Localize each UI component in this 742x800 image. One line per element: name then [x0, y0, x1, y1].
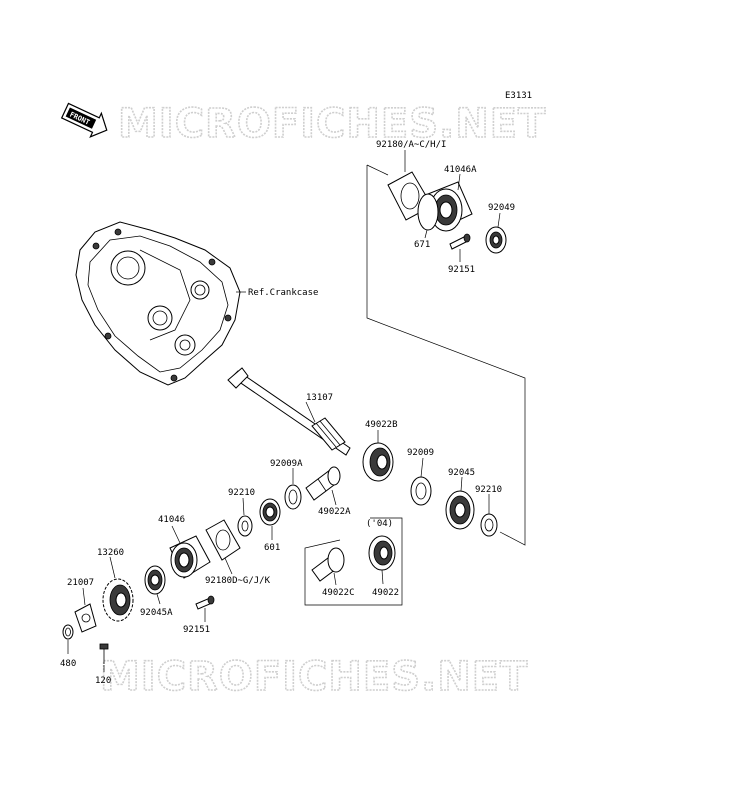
- group-bracket-line: [366, 165, 526, 546]
- leader-671: [424, 229, 428, 239]
- bolt-92151-top: [449, 233, 471, 250]
- leader-49022a: [331, 489, 337, 506]
- label-49022b: 49022B: [365, 420, 398, 430]
- label-21007: 21007: [67, 578, 94, 588]
- leader-13107: [305, 401, 316, 423]
- leader-13260: [109, 556, 116, 579]
- leader-92210-left: [242, 497, 245, 516]
- label-41046a: 41046A: [444, 165, 477, 175]
- watermark-top: MICROFICHES.NET: [118, 101, 546, 147]
- label-480: 480: [60, 659, 76, 669]
- variant-box-line: [304, 517, 403, 606]
- output-shaft: [227, 367, 351, 456]
- group-bracket-top: [366, 164, 389, 176]
- oring-480: [62, 624, 74, 640]
- shaft-49022c: [311, 547, 345, 582]
- bearing-92045a: [144, 565, 166, 595]
- seal-92210-right: [480, 513, 498, 537]
- label-92045a: 92045A: [140, 608, 173, 618]
- label-92180d: 92180D~G/J/K: [205, 576, 271, 586]
- oring-671: [417, 193, 439, 231]
- gear-49022: [368, 535, 396, 571]
- leader-92045a: [156, 593, 161, 605]
- housing-41046: [169, 535, 211, 579]
- label-92009: 92009: [407, 448, 434, 458]
- watermark-bottom: MICROFICHES.NET: [100, 654, 528, 700]
- label-92151-bottom: 92151: [183, 625, 210, 635]
- leader-41046: [171, 525, 181, 544]
- leader-92045: [460, 476, 463, 492]
- label-120: 120: [95, 676, 111, 686]
- leader-41046a: [457, 173, 461, 191]
- leader-92009: [420, 457, 424, 478]
- washer-92009: [410, 476, 432, 506]
- leader-92180d: [224, 557, 233, 575]
- label-49022: 49022: [372, 588, 399, 598]
- bolt-92151-bottom: [195, 595, 215, 610]
- leader-49022c: [333, 572, 337, 586]
- shaft-49022a: [305, 466, 341, 501]
- housing-41046a: [427, 181, 473, 232]
- label-92210-right: 92210: [475, 485, 502, 495]
- gear-13260: [102, 578, 134, 622]
- label-671: 671: [414, 240, 430, 250]
- seal-92049: [485, 226, 507, 254]
- label-92009a: 92009A: [270, 459, 303, 469]
- seal-92210-left: [237, 515, 253, 537]
- diagram-code: E3131: [505, 91, 532, 101]
- washer-92009a: [284, 484, 302, 510]
- label-92151-top: 92151: [448, 265, 475, 275]
- label-601: 601: [264, 543, 280, 553]
- label-49022a: 49022A: [318, 507, 351, 517]
- crankcase-housing: [75, 221, 241, 386]
- label-92045: 92045: [448, 468, 475, 478]
- ref-crankcase-label: Ref.Crankcase: [248, 288, 318, 298]
- front-arrow-icon: FRONT: [60, 102, 108, 138]
- leader-21007: [82, 587, 86, 606]
- bolt-120: [99, 643, 109, 664]
- variant-note-label: ('04): [366, 519, 393, 529]
- leader-49022: [381, 569, 384, 585]
- label-92180a: 92180/A~C/H/I: [376, 140, 446, 150]
- gasket-92180d: [205, 519, 241, 561]
- bearing-601: [259, 498, 281, 526]
- label-41046: 41046: [158, 515, 185, 525]
- label-49022c: 49022C: [322, 588, 355, 598]
- sensor-21007: [74, 603, 97, 633]
- label-92049: 92049: [488, 203, 515, 213]
- leader-92049: [497, 212, 501, 228]
- bearing-92045: [445, 490, 475, 530]
- label-13260: 13260: [97, 548, 124, 558]
- gear-49022b: [362, 442, 394, 482]
- label-13107: 13107: [306, 393, 333, 403]
- label-92210-left: 92210: [228, 488, 255, 498]
